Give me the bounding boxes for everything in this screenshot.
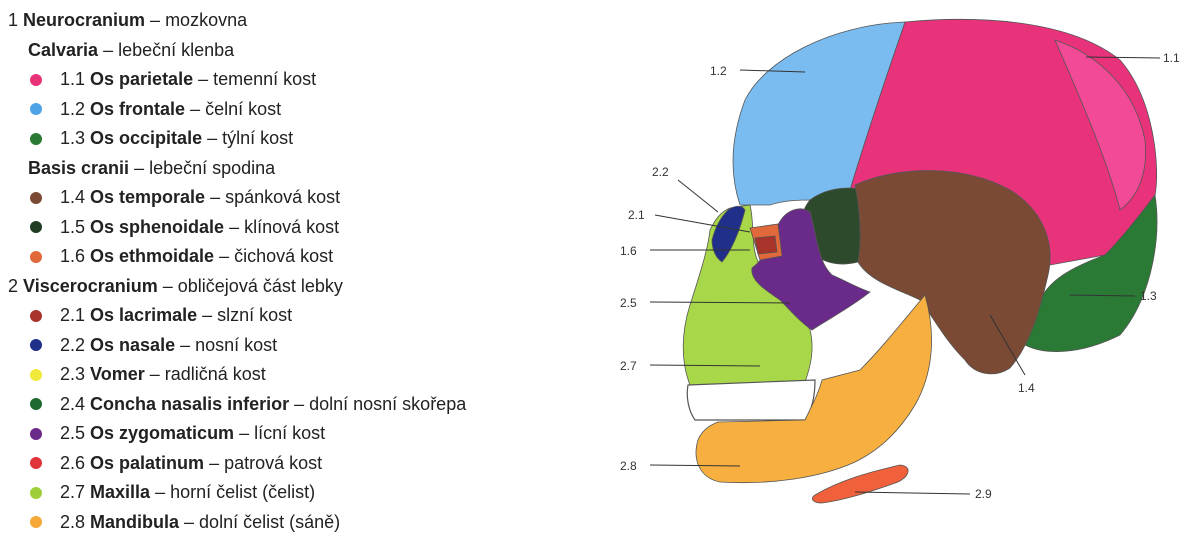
legend-neurocranium: 1 Neurocranium – mozkovna bbox=[8, 6, 568, 36]
callout-2-5: 2.5 bbox=[620, 296, 637, 310]
color-dot-icon bbox=[30, 339, 42, 351]
callout-1-1: 1.1 bbox=[1163, 51, 1180, 65]
callout-2-1: 2.1 bbox=[628, 208, 645, 222]
callout-1-4: 1.4 bbox=[1018, 381, 1035, 395]
callout-2-9: 2.9 bbox=[975, 487, 992, 501]
callout-2-2: 2.2 bbox=[652, 165, 669, 179]
teeth bbox=[687, 380, 815, 420]
color-dot-icon bbox=[30, 487, 42, 499]
color-dot-icon bbox=[30, 133, 42, 145]
callout-1-6: 1.6 bbox=[620, 244, 637, 258]
callout-1-2: 1.2 bbox=[710, 64, 727, 78]
legend-viscerocranium: 2 Viscerocranium – obličejová část lebky bbox=[8, 272, 568, 302]
color-dot-icon bbox=[30, 103, 42, 115]
callout-2-8: 2.8 bbox=[620, 459, 637, 473]
legend: 1 Neurocranium – mozkovna Calvaria – leb… bbox=[8, 6, 568, 537]
legend-calvaria: Calvaria – lebeční klenba bbox=[8, 36, 568, 66]
color-dot-icon bbox=[30, 251, 42, 263]
color-dot-icon bbox=[30, 74, 42, 86]
color-dot-icon bbox=[30, 457, 42, 469]
color-dot-icon bbox=[30, 192, 42, 204]
skull-illustration: 1.1 1.2 1.3 1.4 1.6 2.1 2.2 2.5 2.7 2.8 … bbox=[600, 0, 1200, 533]
leader-2-9 bbox=[855, 492, 970, 494]
callout-1-3: 1.3 bbox=[1140, 289, 1157, 303]
color-dot-icon bbox=[30, 221, 42, 233]
color-dot-icon bbox=[30, 310, 42, 322]
color-dot-icon bbox=[30, 516, 42, 528]
leader-2-2 bbox=[678, 180, 718, 212]
color-dot-icon bbox=[30, 428, 42, 440]
legend-basis-cranii: Basis cranii – lebeční spodina bbox=[8, 154, 568, 184]
bone-os-ethmoidale bbox=[755, 236, 777, 254]
callout-2-7: 2.7 bbox=[620, 359, 637, 373]
color-dot-icon bbox=[30, 398, 42, 410]
color-dot-icon bbox=[30, 369, 42, 381]
